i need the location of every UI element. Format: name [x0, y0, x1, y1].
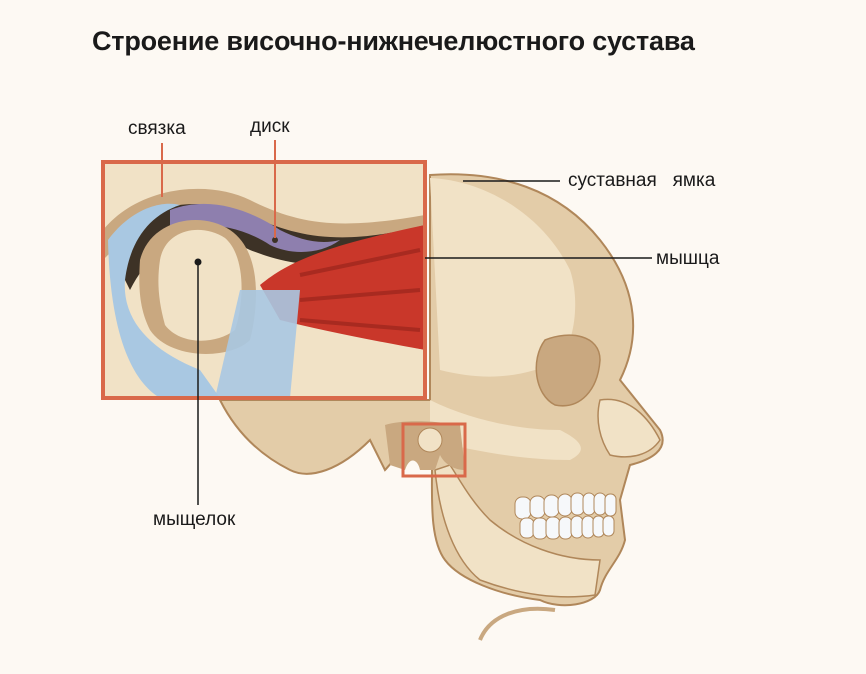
- label-disc: диск: [250, 116, 290, 137]
- joint-inset: [101, 160, 427, 400]
- label-ligament: связка: [128, 118, 186, 139]
- label-articular-fossa: суставная ямка: [568, 170, 716, 191]
- skull-icon: [218, 173, 664, 641]
- page-title: Строение височно-нижнечелюстного сустава: [92, 26, 695, 56]
- label-condyle: мыщелок: [153, 509, 236, 530]
- leader-lines: [161, 140, 652, 505]
- label-muscle: мышца: [656, 248, 720, 269]
